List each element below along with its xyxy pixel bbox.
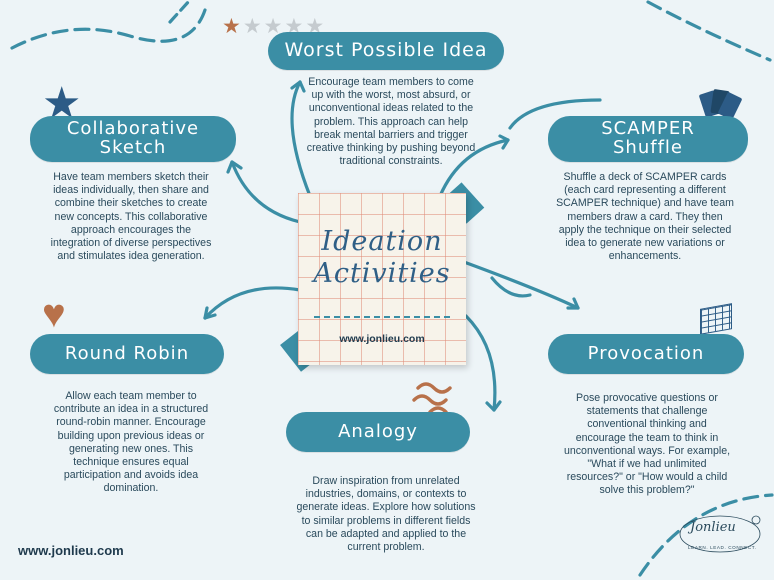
center-title: Ideation Activities [298,226,466,290]
decor-dashed-curve-top-right [646,0,772,62]
connector-to-worst [290,80,312,198]
star-icon-empty: ★ [284,15,306,38]
arrowhead-collab [226,160,243,174]
decor-dashed-curve-bottom-right [638,493,774,577]
arrowhead-analogy [485,400,502,412]
star-icon-filled: ★ [222,15,243,38]
decor-dashed-curve-top-left [10,8,207,50]
worst-idea-title: Worst Possible Idea [284,39,488,62]
round-robin-description: Allow each team member to contribute an … [53,390,209,495]
round-robin-title-pill: Round Robin [30,334,224,374]
decor-dash-diagonal [168,0,192,24]
center-divider [314,316,450,318]
analogy-description: Draw inspiration from unrelated industri… [296,475,476,554]
footer-url[interactable]: www.jonlieu.com [18,543,124,558]
round-robin-title: Round Robin [64,342,190,364]
collab-sketch-title-line1: Collaborative [66,118,200,140]
collab-sketch-description: Have team members sketch their ideas ind… [50,171,212,263]
logo-tagline: LEARN. LEAD. CONNECT. [688,545,757,550]
star-rating: ★★★★★ [222,16,326,37]
scamper-description: Shuffle a deck of SCAMPER cards (each ca… [556,171,734,263]
arrowhead-worst [290,80,306,93]
analogy-title: Analogy [338,420,418,442]
center-title-line2: Activities [313,258,451,289]
squiggle-icon [412,382,452,414]
cards-icon [699,89,742,120]
star-icon-empty: ★ [242,15,264,38]
connector-to-analogy [464,314,497,412]
heart-icon: ♥ [42,292,66,336]
analogy-title-pill: Analogy [286,412,470,452]
arrowhead-round [203,306,217,320]
scamper-title-line2: Shuffle [613,137,683,158]
provocation-title: Provocation [587,342,705,364]
connector-to-scamper [438,138,510,198]
worst-idea-title-pill: Worst Possible Idea [268,32,504,70]
star-icon-empty: ★ [263,15,285,38]
center-grid-note [298,193,466,365]
worst-idea-description: Encourage team members to come up with t… [306,76,476,168]
collab-sketch-title-pill: Collaborative Sketch [30,116,236,162]
provocation-description: Pose provocative questions or statements… [563,392,731,497]
star-icon-empty: ★ [305,15,327,38]
scamper-title-line1: SCAMPER [601,118,695,140]
center-title-line1: Ideation [321,226,443,257]
arrowhead-scamper [498,134,510,150]
collab-sketch-title-line2: Sketch [99,137,167,158]
logo-circle-icon [679,515,761,553]
provocation-title-pill: Provocation [548,334,744,374]
arrowhead-provocation [566,297,580,310]
connector-provocation-loop [490,276,532,298]
logo-name: Jonlieu [690,520,736,535]
connector-to-collab [230,160,302,224]
connector-scamper-side [508,98,602,130]
center-url[interactable]: www.jonlieu.com [339,333,425,345]
scamper-title-pill: SCAMPER Shuffle [548,116,748,162]
connector-to-provocation [462,260,580,310]
connector-to-round [203,286,302,320]
